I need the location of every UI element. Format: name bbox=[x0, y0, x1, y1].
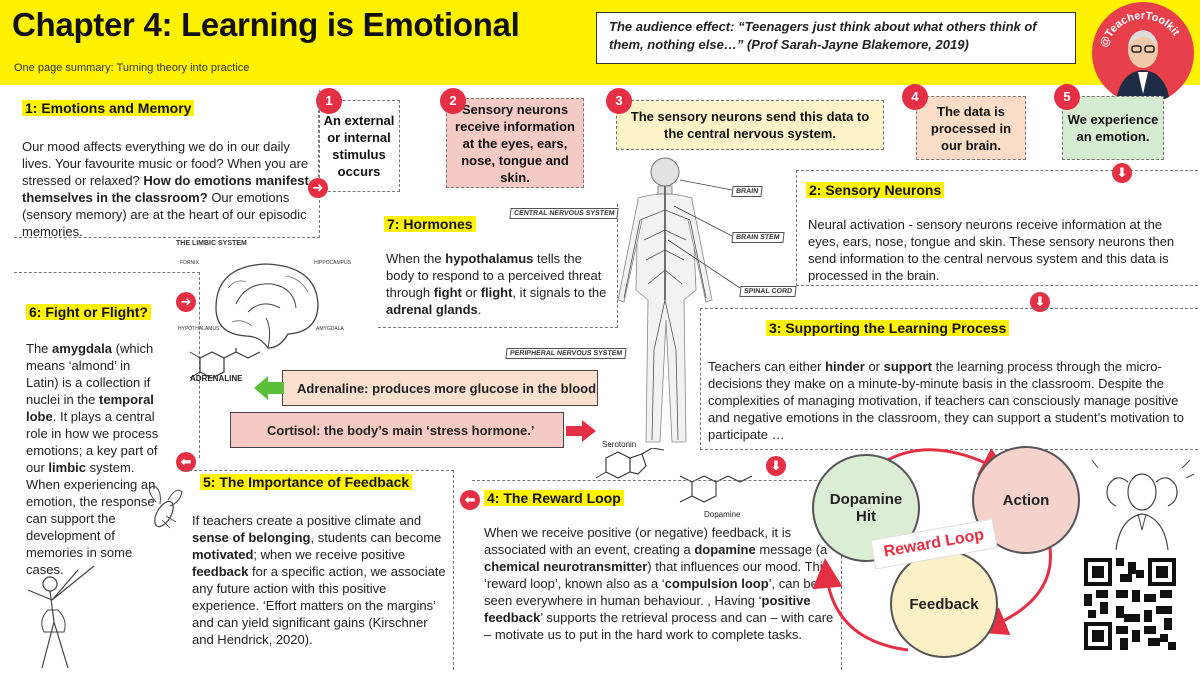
qr-code-icon[interactable] bbox=[1084, 558, 1176, 650]
arrow-down-icon: ⬇ bbox=[1030, 292, 1050, 312]
step-5-box: We experience an emotion. bbox=[1062, 96, 1164, 160]
nervous-system-figure-icon bbox=[617, 157, 713, 443]
arrow-right-icon: ➜ bbox=[308, 178, 328, 198]
arrow-left-icon: ⬅ bbox=[460, 490, 480, 510]
stressed-person-illustration-icon bbox=[1091, 459, 1195, 551]
serotonin-molecule-icon bbox=[595, 448, 665, 479]
section-5-heading: 5: The Importance of Feedback bbox=[200, 474, 413, 490]
step-4-badge: 4 bbox=[902, 84, 928, 110]
insect-illustration-icon bbox=[149, 485, 183, 529]
dopamine-molecule-icon bbox=[679, 475, 753, 503]
quote-box: The audience effect: “Teenagers just thi… bbox=[596, 12, 1076, 64]
green-arrow-left-icon bbox=[254, 376, 284, 400]
limbic-label-hippocampus: HIPPOCAMPUS bbox=[314, 260, 351, 266]
step-4-box: The data is processed in our brain. bbox=[916, 96, 1026, 160]
step-1-text: An external or internal stimulus occurs bbox=[323, 113, 395, 179]
section-5-box bbox=[184, 470, 454, 670]
label-peripheral-nervous-system: PERIPHERAL NERVOUS SYSTEM bbox=[505, 348, 627, 359]
arrow-down-icon: ⬇ bbox=[1112, 163, 1132, 183]
adrenaline-label: ADRENALINE bbox=[190, 374, 243, 383]
dopamine-molecule-label: Dopamine bbox=[704, 510, 741, 519]
arrow-right-icon: ➜ bbox=[176, 292, 196, 312]
brain-icon bbox=[215, 263, 319, 349]
page-title: Chapter 4: Learning is Emotional bbox=[12, 6, 520, 43]
section-2-body: Neural activation - sensory neurons rece… bbox=[808, 217, 1175, 283]
step-1-badge: 1 bbox=[316, 88, 342, 114]
martial-arts-figure-icon bbox=[27, 565, 95, 669]
limbic-label-fornix: FORNIX bbox=[180, 260, 199, 266]
section-5-body: If teachers create a positive climate an… bbox=[192, 513, 446, 647]
section-3-heading: 3: Supporting the Learning Process bbox=[766, 320, 1010, 336]
section-7-body: When the hypothalamus tells the body to … bbox=[386, 251, 607, 317]
section-2-box bbox=[796, 170, 1198, 286]
section-2-heading: 2: Sensory Neurons bbox=[806, 182, 945, 198]
red-arrow-right-icon bbox=[566, 420, 596, 442]
section-4-heading: 4: The Reward Loop bbox=[484, 490, 624, 506]
limbic-system-diagram: THE LIMBIC SYSTEM FORNIX HIPPOCAMPUS HYP… bbox=[176, 240, 351, 350]
label-central-nervous-system: CENTRAL NERVOUS SYSTEM bbox=[509, 208, 620, 219]
adrenaline-molecule-icon bbox=[189, 348, 261, 379]
section-4-body: When we receive positive (or negative) f… bbox=[484, 525, 834, 642]
arrow-left-icon: ⬅ bbox=[176, 452, 196, 472]
step-3-box: The sensory neurons send this data to th… bbox=[616, 100, 884, 150]
section-1-heading: 1: Emotions and Memory bbox=[22, 100, 195, 116]
step-3-text: The sensory neurons send this data to th… bbox=[630, 109, 870, 141]
serotonin-label: Serotonin bbox=[602, 440, 637, 449]
step-4-text: The data is processed in our brain. bbox=[930, 103, 1012, 153]
step-2-box: Sensory neurons receive information at t… bbox=[446, 98, 584, 188]
section-1-box bbox=[14, 90, 320, 238]
section-6-body: The amygdala (which means ‘almond’ in La… bbox=[26, 341, 159, 577]
step-2-badge: 2 bbox=[440, 88, 466, 114]
feedback-node: Feedback bbox=[890, 550, 998, 658]
section-3-box bbox=[700, 308, 1198, 450]
section-7-heading: 7: Hormones bbox=[384, 216, 476, 232]
limbic-label-hypothalamus: HYPOTHALAMUS bbox=[178, 326, 220, 332]
section-1-body: Our mood affects everything we do in our… bbox=[22, 139, 309, 239]
step-5-text: We experience an emotion. bbox=[1067, 112, 1159, 144]
step-1-box: An external or internal stimulus occurs bbox=[318, 100, 400, 192]
step-2-text: Sensory neurons receive information at t… bbox=[455, 101, 575, 185]
label-connector-lines bbox=[667, 179, 741, 289]
section-3-body: Teachers can either hinder or support th… bbox=[708, 359, 1184, 442]
limbic-label-amygdala: AMYGDALA bbox=[316, 326, 344, 332]
page-subtitle: One page summary: Turning theory into pr… bbox=[14, 62, 250, 74]
cortisol-box: Cortisol: the body’s main ‘stress hormon… bbox=[230, 412, 564, 448]
limbic-title: THE LIMBIC SYSTEM bbox=[176, 240, 247, 247]
author-portrait-icon: @TeacherToolkit bbox=[1093, 3, 1193, 103]
step-5-badge: 5 bbox=[1054, 84, 1080, 110]
section-7-box bbox=[378, 204, 618, 328]
adrenaline-box: Adrenaline: produces more glucose in the… bbox=[282, 370, 598, 406]
arrow-down-icon: ⬇ bbox=[766, 456, 786, 476]
section-6-heading: 6: Fight or Flight? bbox=[26, 304, 151, 320]
step-3-badge: 3 bbox=[606, 88, 632, 114]
author-avatar: @TeacherToolkit bbox=[1092, 2, 1194, 104]
